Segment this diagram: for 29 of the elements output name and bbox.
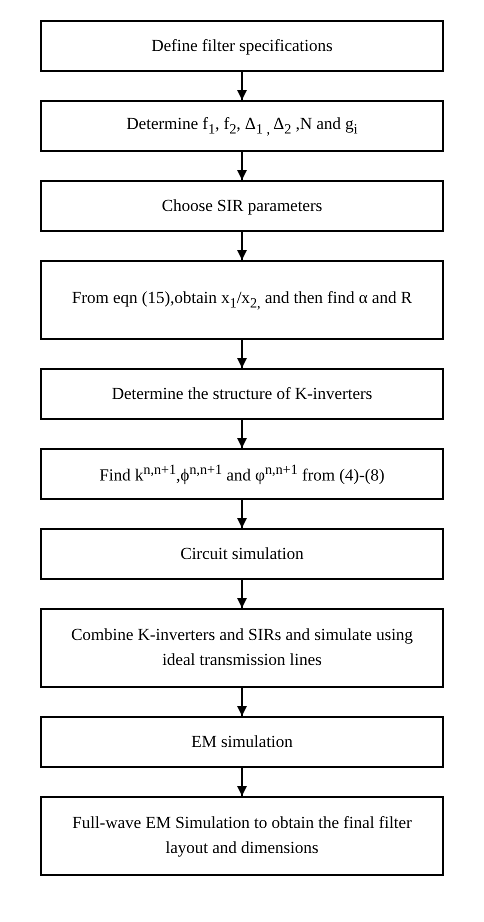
step-text: Determine f$_{1}$, f$_{2}$, Δ$_{1 ,}$ Δ$_{2}$ ,N and g$_{i}$ xyxy=(125,113,359,140)
step-text: Find k$^{n,n+1}$,ϕ$^{n,n+1}$ and φ$^{n,n+1}$ from (4)-(8) xyxy=(98,460,386,486)
process-box xyxy=(40,608,444,688)
process-box xyxy=(40,716,444,768)
process-box xyxy=(40,528,444,580)
process-box xyxy=(40,448,444,500)
process-box xyxy=(40,20,444,72)
step-text: From eqn (15),obtain x$_{1}$/x$_{2,}$ and then find α and R xyxy=(70,287,414,314)
arrow xyxy=(237,580,247,608)
process-box xyxy=(40,180,444,232)
process-box xyxy=(40,796,444,876)
step-text: Choose SIR parameters xyxy=(160,194,324,217)
step-text: Combine K-inverters and SIRs and simulate using ideal transmission lines xyxy=(70,624,414,671)
step-text: EM simulation xyxy=(190,730,294,753)
arrow xyxy=(237,232,247,260)
arrow xyxy=(237,768,247,796)
step-text: Full-wave EM Simulation to obtain the final filter layout and dimensions xyxy=(71,812,413,859)
process-box xyxy=(40,100,444,152)
step-text: Determine the structure of K-inverters xyxy=(110,382,374,405)
arrow xyxy=(237,500,247,528)
process-box xyxy=(40,260,444,340)
process-box xyxy=(40,368,444,420)
arrow xyxy=(237,152,247,180)
arrow xyxy=(237,688,247,716)
arrow xyxy=(237,340,247,368)
step-text: Circuit simulation xyxy=(179,542,305,565)
step-text: Define filter specifications xyxy=(150,34,334,57)
arrow xyxy=(237,420,247,448)
arrow xyxy=(237,72,247,100)
